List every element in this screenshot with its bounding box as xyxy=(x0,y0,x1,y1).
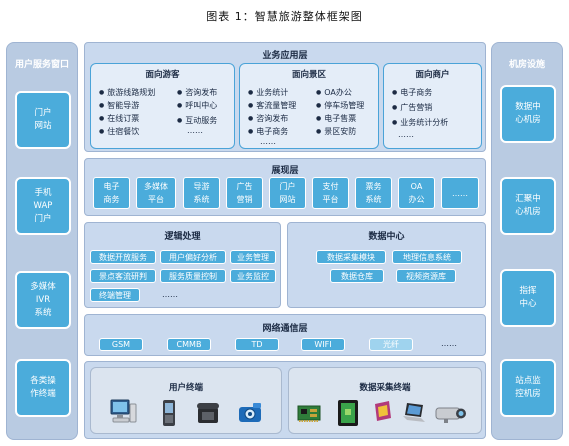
left-column-user-service: 用户服务窗口 门户 网站 手机 WAP 门户 多媒体 IVR 系统 各类操 作终… xyxy=(6,42,78,440)
data-center-layer: 数据中心 数据采集模块 地理信息系统 数据仓库 视频资源库 xyxy=(287,222,486,308)
chip-more: …… xyxy=(441,177,479,209)
tourist-item: 住宿餐饮 xyxy=(99,126,139,137)
data-center-room-box: 数据中 心机房 xyxy=(500,85,556,143)
tourist-panel-title: 面向游客 xyxy=(145,70,180,80)
scenic-item: 客流量管理 xyxy=(248,100,296,111)
chip-td: TD xyxy=(235,338,279,351)
chip-optical-fiber: 光纤 xyxy=(369,338,413,351)
chip-business-management: 业务管理 xyxy=(230,250,276,264)
chip-portal-website: 门户 网站 xyxy=(269,177,306,209)
circuit-board-icon xyxy=(297,405,321,422)
tourist-item: 咨询发布 xyxy=(177,87,217,98)
scenic-item: OA办公 xyxy=(316,87,352,98)
chip-user-preference-analysis: 用户偏好分析 xyxy=(160,250,226,264)
merchant-more: …… xyxy=(398,130,414,139)
user-terminal-panel: 用户终端 xyxy=(90,367,282,434)
logic-processing-layer: 逻辑处理 数据开放服务 用户偏好分析 业务管理 景点客流研判 服务质量控制 业务… xyxy=(84,222,281,308)
chip-multimedia-platform: 多媒体 平台 xyxy=(136,177,176,209)
merchant-item: 业务统计分析 xyxy=(392,117,448,128)
cctv-camera-icon xyxy=(435,407,466,423)
green-chip-card-icon xyxy=(338,400,358,426)
scenic-item: 电子售票 xyxy=(316,113,356,124)
mobile-wap-portal-box: 手机 WAP 门户 xyxy=(15,177,71,235)
tourist-item: 智能导游 xyxy=(99,100,139,111)
chip-cmmb: CMMB xyxy=(167,338,211,351)
chip-gis-system: 地理信息系统 xyxy=(392,250,462,264)
chip-wifi: WIFI xyxy=(301,338,345,351)
scenic-item: 停车场管理 xyxy=(316,100,364,111)
scenic-panel: 面向景区 业务统计 客流量管理 咨询发布 电子商务 OA办公 停车场管理 电子售… xyxy=(239,63,379,149)
network-layer-title: 网络通信层 xyxy=(262,324,308,334)
mobile-phone-icon xyxy=(163,400,175,426)
merchant-item: 广告营销 xyxy=(392,102,432,113)
chip-business-monitoring: 业务监控 xyxy=(230,269,276,283)
aggregation-room-box: 汇聚中 心机房 xyxy=(500,177,556,235)
chip-scenic-flow-analysis: 景点客流研判 xyxy=(90,269,156,283)
logic-more: …… xyxy=(162,290,178,299)
scenic-item: 业务统计 xyxy=(248,87,288,98)
chip-oa-office: OA 办公 xyxy=(398,177,435,209)
site-monitoring-room-box: 站点监 控机房 xyxy=(500,359,556,417)
scenic-item: 咨询发布 xyxy=(248,113,288,124)
chip-gsm: GSM xyxy=(99,338,143,351)
chip-ticketing-system: 票务 系统 xyxy=(355,177,392,209)
merchant-item: 电子商务 xyxy=(392,87,432,98)
scenic-item: 景区安防 xyxy=(316,126,356,137)
tourist-item: 在线订票 xyxy=(99,113,139,124)
chip-ad-marketing: 广告 营销 xyxy=(226,177,263,209)
tourist-item: 呼叫中心 xyxy=(177,100,217,111)
command-center-box: 指挥 中心 xyxy=(500,269,556,327)
data-terminal-title: 数据采集终端 xyxy=(359,383,411,393)
merchant-panel: 面向商户 电子商务 广告营销 业务统计分析 …… xyxy=(383,63,482,149)
business-layer-title: 业务应用层 xyxy=(262,51,308,61)
chip-guide-system: 导游 系统 xyxy=(183,177,220,209)
chip-data-warehouse: 数据仓库 xyxy=(330,269,384,283)
data-center-title: 数据中心 xyxy=(368,232,405,242)
chip-terminal-management: 终端管理 xyxy=(90,288,140,302)
tourist-more: …… xyxy=(187,126,203,135)
logic-layer-title: 逻辑处理 xyxy=(164,232,201,242)
chip-service-quality-control: 服务质量控制 xyxy=(160,269,226,283)
right-column-heading: 机房设施 xyxy=(508,60,545,70)
scenic-more: …… xyxy=(260,137,276,146)
chip-payment-platform: 支付 平台 xyxy=(312,177,349,209)
presentation-layer: 展现层 电子 商务 多媒体 平台 导游 系统 广告 营销 门户 网站 支付 平台… xyxy=(84,158,486,216)
merchant-panel-title: 面向商户 xyxy=(415,70,450,80)
chip-data-open-service: 数据开放服务 xyxy=(90,250,156,264)
operation-terminals-box: 各类操 作终端 xyxy=(15,359,71,417)
scenic-item: 电子商务 xyxy=(248,126,288,137)
chip-data-collection-module: 数据采集模块 xyxy=(316,250,386,264)
network-more: …… xyxy=(441,339,457,348)
multimedia-ivr-box: 多媒体 IVR 系统 xyxy=(15,271,71,329)
user-terminal-title: 用户终端 xyxy=(168,383,203,393)
camera-terminal-icon xyxy=(239,403,261,422)
portal-website-box: 门户 网站 xyxy=(15,91,71,149)
laptop-icon xyxy=(403,403,425,422)
desktop-computer-icon xyxy=(110,399,137,423)
tourist-item: 旅游线路规划 xyxy=(99,87,155,98)
tourist-panel: 面向游客 旅游线路规划 智能导游 在线订票 住宿餐饮 咨询发布 呼叫中心 互动服… xyxy=(90,63,235,149)
chip-video-resource-library: 视频资源库 xyxy=(396,269,456,283)
chip-ecommerce: 电子 商务 xyxy=(93,177,130,209)
scenic-panel-title: 面向景区 xyxy=(291,70,326,80)
right-column-facilities: 机房设施 数据中 心机房 汇聚中 心机房 指挥 中心 站点监 控机房 xyxy=(491,42,563,440)
data-collection-terminal-panel: 数据采集终端 xyxy=(288,367,482,434)
network-communication-layer: 网络通信层 GSM CMMB TD WIFI 光纤 …… xyxy=(84,314,486,356)
presentation-layer-title: 展现层 xyxy=(271,166,299,176)
desk-phone-icon xyxy=(197,403,219,423)
diagram-title: 图表 1：智慧旅游整体框架图 xyxy=(206,10,363,23)
tourist-item: 互动服务 xyxy=(177,115,217,126)
sensor-device-icon xyxy=(375,401,391,421)
business-application-layer: 业务应用层 面向游客 旅游线路规划 智能导游 在线订票 住宿餐饮 咨询发布 呼叫… xyxy=(84,42,486,152)
terminals-layer: 用户终端 数据采集终端 xyxy=(84,361,486,439)
left-column-heading: 用户服务窗口 xyxy=(14,60,69,70)
